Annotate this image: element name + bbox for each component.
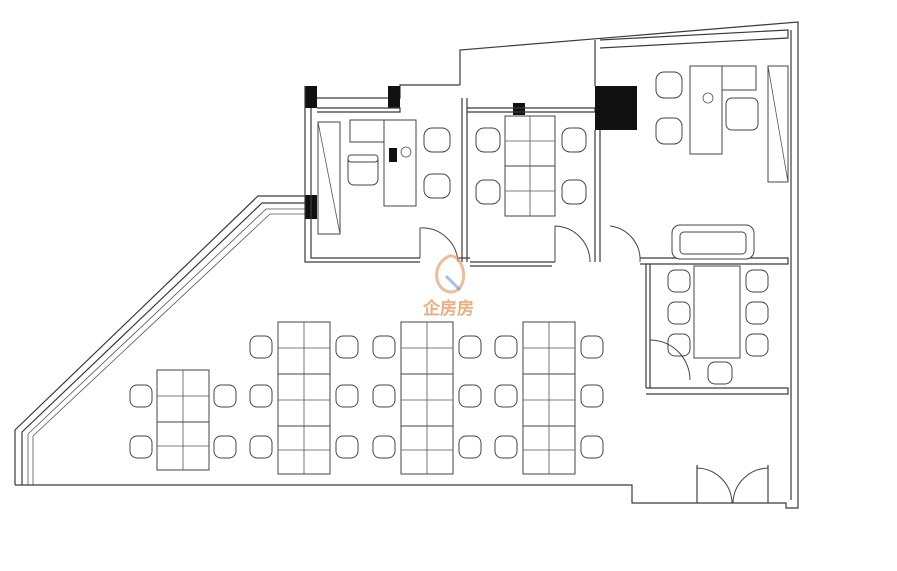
open-office <box>129 321 604 475</box>
office-3 <box>594 29 789 265</box>
watermark-text: 企房房 <box>422 298 474 319</box>
office-1 <box>304 86 470 263</box>
office-2 <box>461 98 641 267</box>
entrance <box>696 465 769 504</box>
meeting-room <box>645 224 789 395</box>
outer-walls <box>14 21 799 509</box>
watermark-logo: 企房房 <box>422 254 474 319</box>
